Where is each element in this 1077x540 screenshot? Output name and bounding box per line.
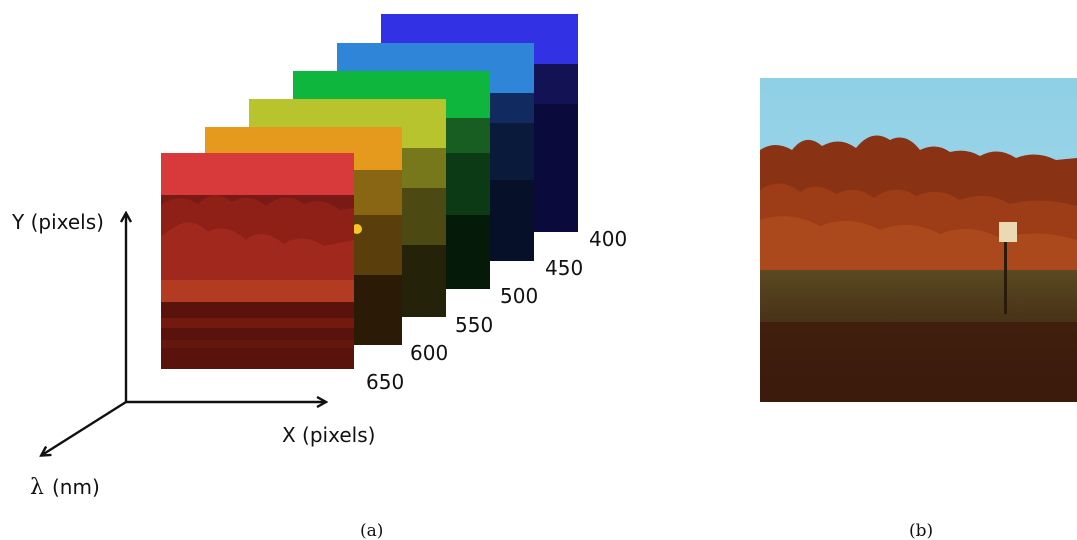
y-axis-label: Y (pixels) <box>11 210 104 234</box>
band-stack <box>161 14 578 369</box>
lambda-axis-label: (nm) <box>52 475 100 499</box>
caption-a: (a) <box>360 521 383 540</box>
x-axis-label: X (pixels) <box>282 423 375 447</box>
band-label-500: 500 <box>500 284 538 308</box>
band-label-600: 600 <box>410 341 448 365</box>
band-label-400: 400 <box>589 227 627 251</box>
band-label-650: 650 <box>366 370 404 394</box>
band-frame-650 <box>161 153 354 369</box>
lambda-symbol: λ <box>30 475 44 500</box>
band-label-450: 450 <box>545 256 583 280</box>
rgb-composite-image <box>760 78 1077 402</box>
axes <box>42 214 325 455</box>
lambda-axis-arrow <box>42 400 127 455</box>
band-label-550: 550 <box>455 313 493 337</box>
signboard <box>999 222 1017 242</box>
caption-b: (b) <box>909 521 933 540</box>
